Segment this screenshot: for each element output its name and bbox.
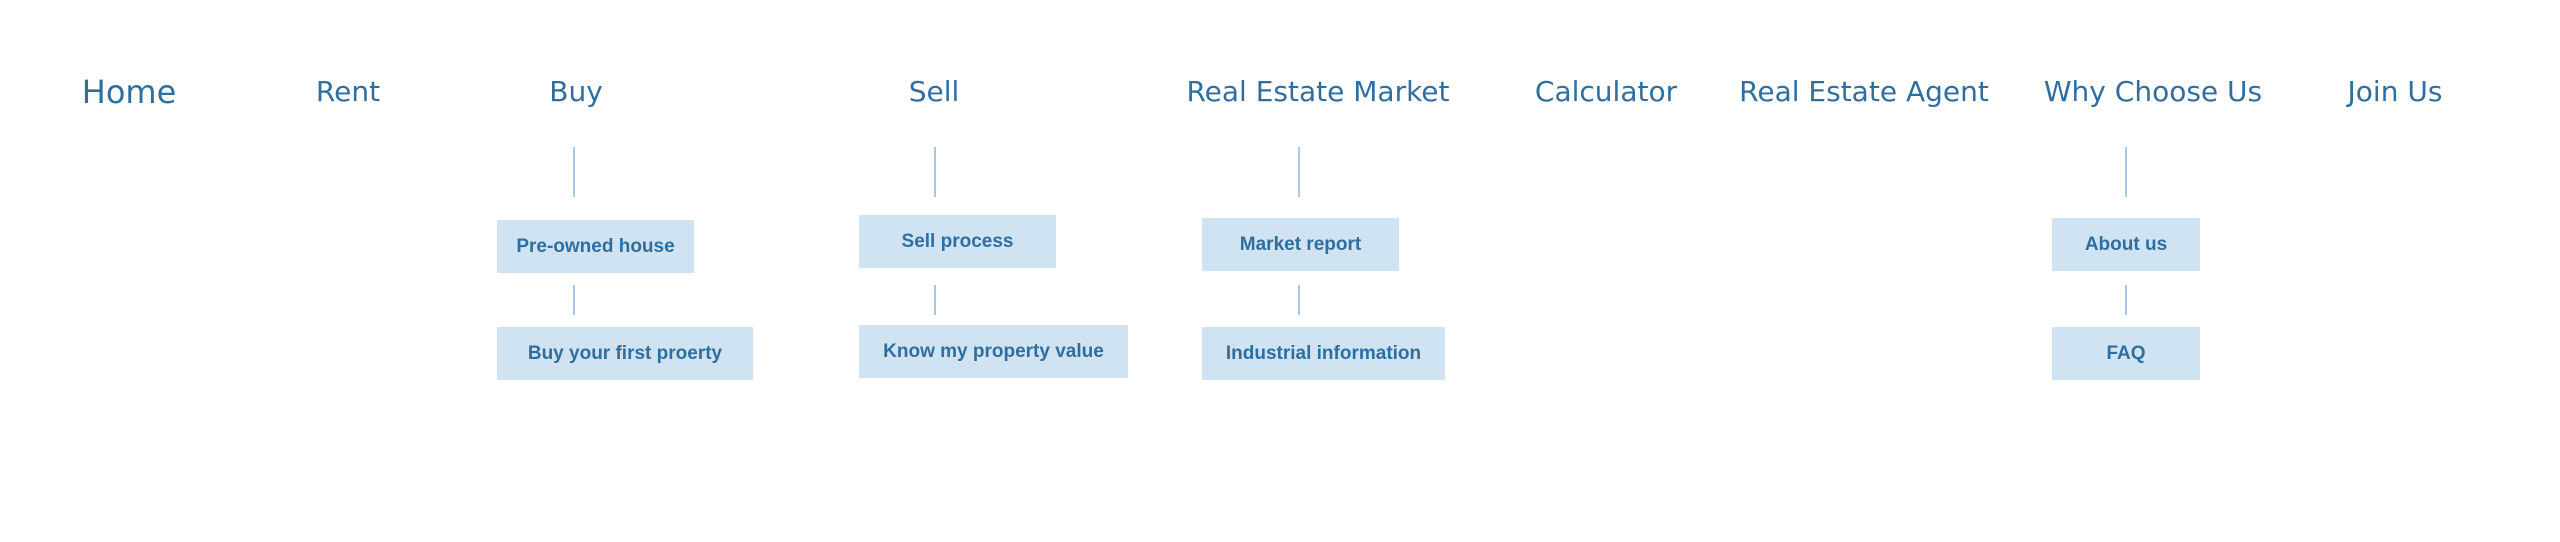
connector-line <box>934 285 936 315</box>
submenu-item-know-my-property-value[interactable]: Know my property value <box>859 325 1128 378</box>
nav-home[interactable]: Home <box>81 73 177 111</box>
submenu-item-sell-process[interactable]: Sell process <box>859 215 1056 268</box>
nav-why-choose-us[interactable]: Why Choose Us <box>2043 75 2263 108</box>
connector-line <box>2125 147 2127 197</box>
nav-buy[interactable]: Buy <box>549 75 603 108</box>
submenu-item-faq[interactable]: FAQ <box>2052 327 2200 380</box>
nav-sell[interactable]: Sell <box>908 75 960 108</box>
connector-line <box>573 147 575 197</box>
submenu-item-about-us[interactable]: About us <box>2052 218 2200 271</box>
nav-real-estate-agent[interactable]: Real Estate Agent <box>1739 75 1989 108</box>
connector-line <box>2125 285 2127 315</box>
nav-real-estate-market[interactable]: Real Estate Market <box>1186 75 1450 108</box>
connector-line <box>1298 285 1300 315</box>
connector-line <box>1298 147 1300 197</box>
submenu-item-pre-owned-house[interactable]: Pre-owned house <box>497 220 694 273</box>
nav-join-us[interactable]: Join Us <box>2347 75 2443 108</box>
nav-rent[interactable]: Rent <box>315 75 381 108</box>
submenu-item-market-report[interactable]: Market report <box>1202 218 1399 271</box>
nav-calculator[interactable]: Calculator <box>1534 75 1678 108</box>
connector-line <box>934 147 936 197</box>
connector-line <box>573 285 575 315</box>
submenu-item-industrial-information[interactable]: Industrial information <box>1202 327 1445 380</box>
submenu-item-buy-your-first-property[interactable]: Buy your first proerty <box>497 327 753 380</box>
